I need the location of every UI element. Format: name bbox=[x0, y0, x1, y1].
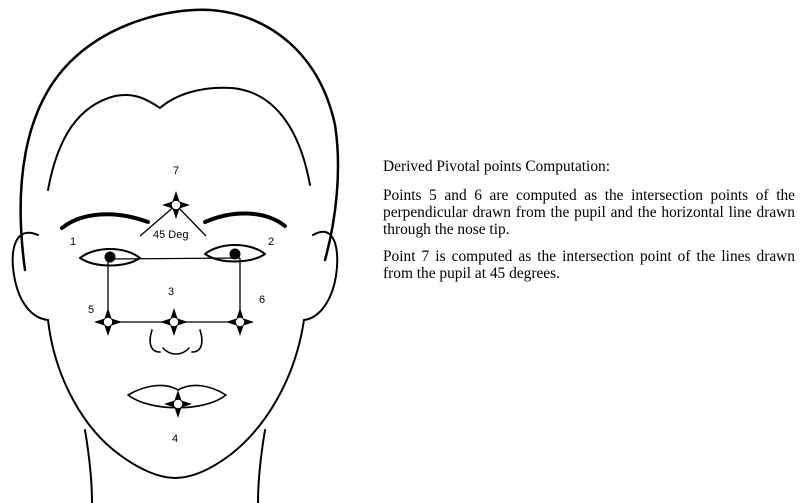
face-outline bbox=[13, 10, 338, 503]
panel-heading: Derived Pivotal points Computation: bbox=[383, 158, 795, 175]
right-ear bbox=[304, 232, 337, 320]
point-label-4: 4 bbox=[172, 433, 178, 445]
pupil-horizontal-line bbox=[110, 258, 240, 259]
angle-label: 45 Deg bbox=[153, 229, 188, 241]
point-label-7: 7 bbox=[173, 165, 179, 177]
point-label-2: 2 bbox=[268, 236, 274, 248]
pivot-marker-4 bbox=[164, 390, 192, 418]
pivot-marker-5 bbox=[94, 308, 122, 336]
paragraph-points-5-6: Points 5 and 6 are computed as the inter… bbox=[383, 187, 795, 238]
nose bbox=[150, 330, 202, 354]
explanation-panel: Derived Pivotal points Computation: Poin… bbox=[383, 158, 795, 292]
paragraph-point-7: Point 7 is computed as the intersection … bbox=[383, 248, 795, 282]
point-label-6: 6 bbox=[259, 294, 265, 306]
left-pupil bbox=[105, 252, 115, 262]
neck-left bbox=[85, 430, 92, 503]
point-label-3: 3 bbox=[168, 286, 174, 298]
pivot-markers bbox=[94, 191, 254, 418]
pivot-marker-6 bbox=[226, 308, 254, 336]
left-eyebrow bbox=[62, 214, 148, 228]
point-label-1: 1 bbox=[70, 236, 76, 248]
neck-right bbox=[258, 430, 265, 503]
right-eyebrow bbox=[205, 213, 285, 226]
left-ear bbox=[13, 233, 48, 320]
pivot-marker-3 bbox=[160, 308, 188, 336]
point-label-5: 5 bbox=[88, 304, 94, 316]
